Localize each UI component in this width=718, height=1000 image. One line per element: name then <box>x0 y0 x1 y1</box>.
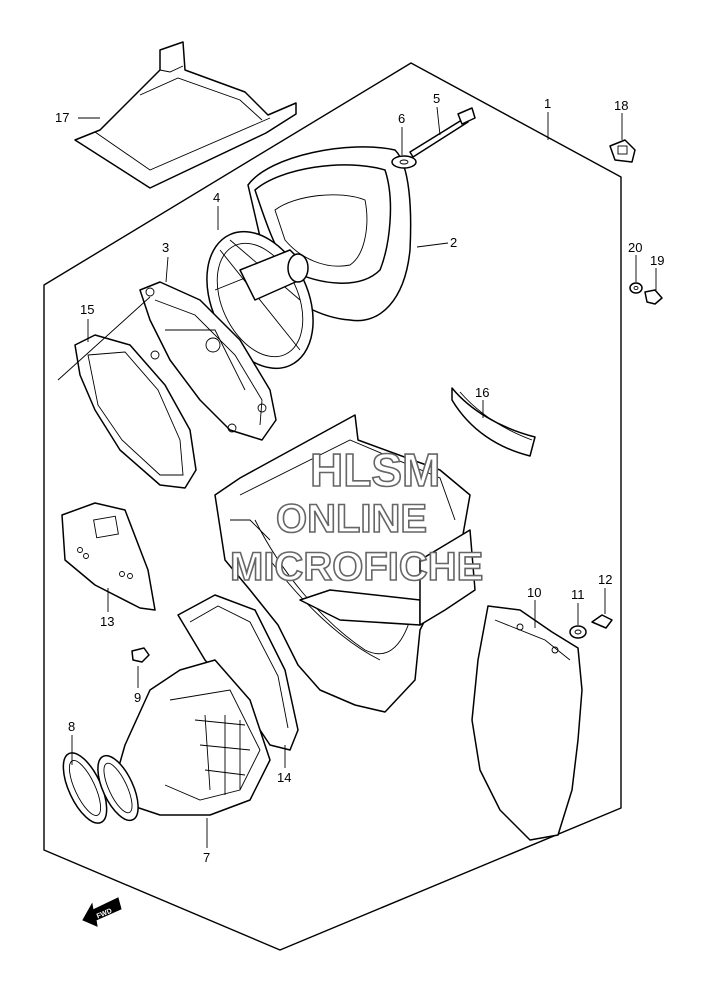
part-20-washer[interactable] <box>629 282 643 294</box>
leader-lines <box>57 106 657 848</box>
callout-13[interactable]: 13 <box>100 614 114 629</box>
callout-10[interactable]: 10 <box>527 585 541 600</box>
callout-19[interactable]: 19 <box>650 253 664 268</box>
part-19-bolt[interactable] <box>644 289 663 305</box>
callout-2[interactable]: 2 <box>450 235 457 250</box>
watermark-line-1: HLSM <box>310 444 440 496</box>
forward-arrow-icon: FWD <box>82 897 122 927</box>
part-16-cover[interactable] <box>451 387 536 457</box>
part-13-plate[interactable] <box>61 502 156 611</box>
callout-12[interactable]: 12 <box>598 572 612 587</box>
part-18-nut[interactable] <box>609 139 636 163</box>
callout-7[interactable]: 7 <box>203 850 210 865</box>
callout-9[interactable]: 9 <box>134 690 141 705</box>
part-15-gasket[interactable] <box>74 334 197 489</box>
callout-11[interactable]: 11 <box>571 587 585 602</box>
callout-16[interactable]: 16 <box>475 385 489 400</box>
assembly-outline <box>43 62 622 951</box>
callout-17[interactable]: 17 <box>55 110 69 125</box>
part-11-washer[interactable] <box>569 625 587 639</box>
callout-6[interactable]: 6 <box>398 111 405 126</box>
callout-1[interactable]: 1 <box>544 96 551 111</box>
callout-8[interactable]: 8 <box>68 719 75 734</box>
part-6-washer[interactable] <box>391 155 417 169</box>
callout-18[interactable]: 18 <box>614 98 628 113</box>
part-10-mud-guard[interactable] <box>471 605 583 841</box>
callout-3[interactable]: 3 <box>162 240 169 255</box>
callout-5[interactable]: 5 <box>433 91 440 106</box>
part-9-nut[interactable] <box>131 647 150 663</box>
watermark: HLSM ONLINE MICROFICHE <box>229 443 484 590</box>
part-5-bolt[interactable] <box>409 107 476 158</box>
part-17-upper-cover[interactable] <box>74 41 297 189</box>
part-12-screw[interactable] <box>591 614 613 629</box>
callout-15[interactable]: 15 <box>80 302 94 317</box>
callout-4[interactable]: 4 <box>213 190 220 205</box>
watermark-line-2: ONLINE <box>276 497 427 541</box>
watermark-line-3: MICROFICHE <box>230 545 483 589</box>
callout-20[interactable]: 20 <box>628 240 642 255</box>
part-3-element-holder[interactable] <box>139 281 277 441</box>
part-8-clamp[interactable] <box>54 747 146 829</box>
callout-14[interactable]: 14 <box>277 770 291 785</box>
callout-labels: 1 2 3 4 5 6 7 8 9 10 11 12 13 14 15 16 1… <box>55 91 664 865</box>
part-1-air-cleaner-box[interactable] <box>214 414 476 713</box>
